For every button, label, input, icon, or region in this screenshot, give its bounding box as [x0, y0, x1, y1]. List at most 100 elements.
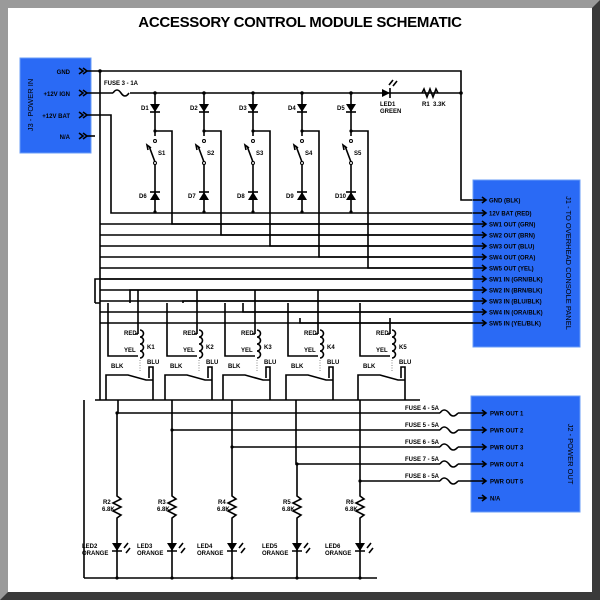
diode-ref: D1 [141, 106, 149, 112]
sw-out-wire [155, 130, 473, 225]
resistor-icon [291, 464, 303, 578]
fuse-out-wire [231, 400, 488, 451]
sw-in-wire [94, 278, 473, 303]
resistor-value: 6.8K [157, 507, 170, 513]
diode-icon [297, 192, 307, 200]
diode-icon [150, 104, 160, 112]
led1-color: GREEN [380, 109, 401, 115]
switch-icon [292, 143, 303, 163]
diode-ref: D4 [288, 106, 296, 112]
fuse-icon [439, 443, 459, 451]
led-icon [167, 543, 177, 551]
relay-contact-icon [164, 366, 213, 400]
led-color: ORANGE [137, 551, 163, 557]
led1-ref: LED1 [380, 102, 396, 108]
j1-pin-label: 12V BAT (RED) [489, 212, 532, 218]
relay-blk-label: BLK [111, 364, 124, 370]
resistor-ref: R5 [283, 500, 291, 506]
relay-blu-label: BLU [147, 360, 159, 366]
relay-coil-icon [256, 329, 262, 359]
resistor-value: 6.8K [282, 507, 295, 513]
relay-blk-label: BLK [170, 364, 183, 370]
j1-pin-label: SW5 OUT (YEL) [489, 267, 534, 273]
led-icon [112, 543, 122, 551]
r1-resistor-icon [421, 86, 439, 100]
resistor-icon [226, 447, 238, 578]
schematic-title: ACCESSORY CONTROL MODULE SCHEMATIC [138, 14, 462, 31]
coil-return [166, 303, 197, 357]
coil-return [224, 303, 255, 357]
relay-coil-icon [319, 329, 325, 359]
coil-feed [315, 290, 319, 335]
j3-pin-na: N/A [60, 135, 71, 141]
resistor-value: 6.8K [345, 507, 358, 513]
j1-wire [473, 209, 488, 217]
led-ref: LED6 [325, 544, 341, 550]
diode-ref: D5 [337, 106, 345, 112]
led-color: ORANGE [262, 551, 288, 557]
j1-pin-label: SW4 IN (ORA/BLK) [489, 311, 543, 317]
resistor-ref: R3 [158, 500, 166, 506]
resistor-value: 6.8K [217, 507, 230, 513]
coil-red-label: RED [376, 331, 389, 337]
sw-out-wire [351, 130, 473, 269]
j2-pin-label: PWR OUT 1 [490, 412, 524, 418]
resistor-ref: R6 [346, 500, 354, 506]
diode-icon [297, 104, 307, 112]
relay-blu-label: BLU [327, 360, 339, 366]
j1-pin-label: SW1 OUT (GRN) [489, 223, 535, 229]
coil-yel-label: YEL [304, 348, 316, 354]
coil-yel-label: YEL [183, 348, 195, 354]
sw-in-wire [129, 289, 473, 303]
j2-label: J2 - POWER OUT [566, 424, 575, 485]
j1-pin-label: SW5 IN (YEL/BLK) [489, 322, 541, 328]
diode-icon [346, 192, 356, 200]
coil-red-label: RED [183, 331, 196, 337]
j2-pin-label: N/A [490, 497, 501, 503]
relay-blk-label: BLK [291, 364, 304, 370]
led-icon [355, 543, 365, 551]
resistor-ref: R2 [103, 500, 111, 506]
diode-ref: D10 [335, 194, 347, 200]
relay-contact-icon [285, 366, 334, 400]
diode-ref: D8 [237, 194, 245, 200]
coil-yel-label: YEL [241, 348, 253, 354]
j1-wire [473, 196, 488, 204]
switch-icon [194, 143, 205, 163]
relay-contact-icon [222, 366, 271, 400]
relay-ref: K3 [264, 345, 272, 351]
r1-value: 3.3K [433, 102, 446, 108]
diode-icon [248, 104, 258, 112]
diode-icon [346, 104, 356, 112]
j1-pin-label: GND (BLK) [489, 199, 520, 205]
led-color: ORANGE [82, 551, 108, 557]
led-ref: LED3 [137, 544, 153, 550]
diode-ref: D6 [139, 194, 147, 200]
relay-coil-icon [198, 329, 204, 359]
coil-feed [194, 290, 198, 335]
resistor-icon [166, 430, 178, 578]
j1-pin-label: SW1 IN (GRN/BLK) [489, 278, 543, 284]
led-ref: LED2 [82, 544, 98, 550]
sw-out-wire [253, 130, 473, 247]
sw-in-wire [182, 300, 473, 303]
j1-pin-label: SW4 OUT (ORA) [489, 256, 535, 262]
diode-icon [199, 104, 209, 112]
sw-in-wire [299, 318, 473, 324]
relay-ref: K4 [327, 345, 335, 351]
diode-ref: D7 [188, 194, 196, 200]
coil-yel-label: YEL [376, 348, 388, 354]
diode-icon [248, 192, 258, 200]
sw-in-wire [242, 303, 473, 313]
coil-feed [387, 318, 391, 335]
relay-blu-label: BLU [264, 360, 276, 366]
resistor-ref: R4 [218, 500, 226, 506]
coil-red-label: RED [241, 331, 254, 337]
coil-feed [135, 290, 139, 335]
fuse-icon [439, 409, 459, 417]
